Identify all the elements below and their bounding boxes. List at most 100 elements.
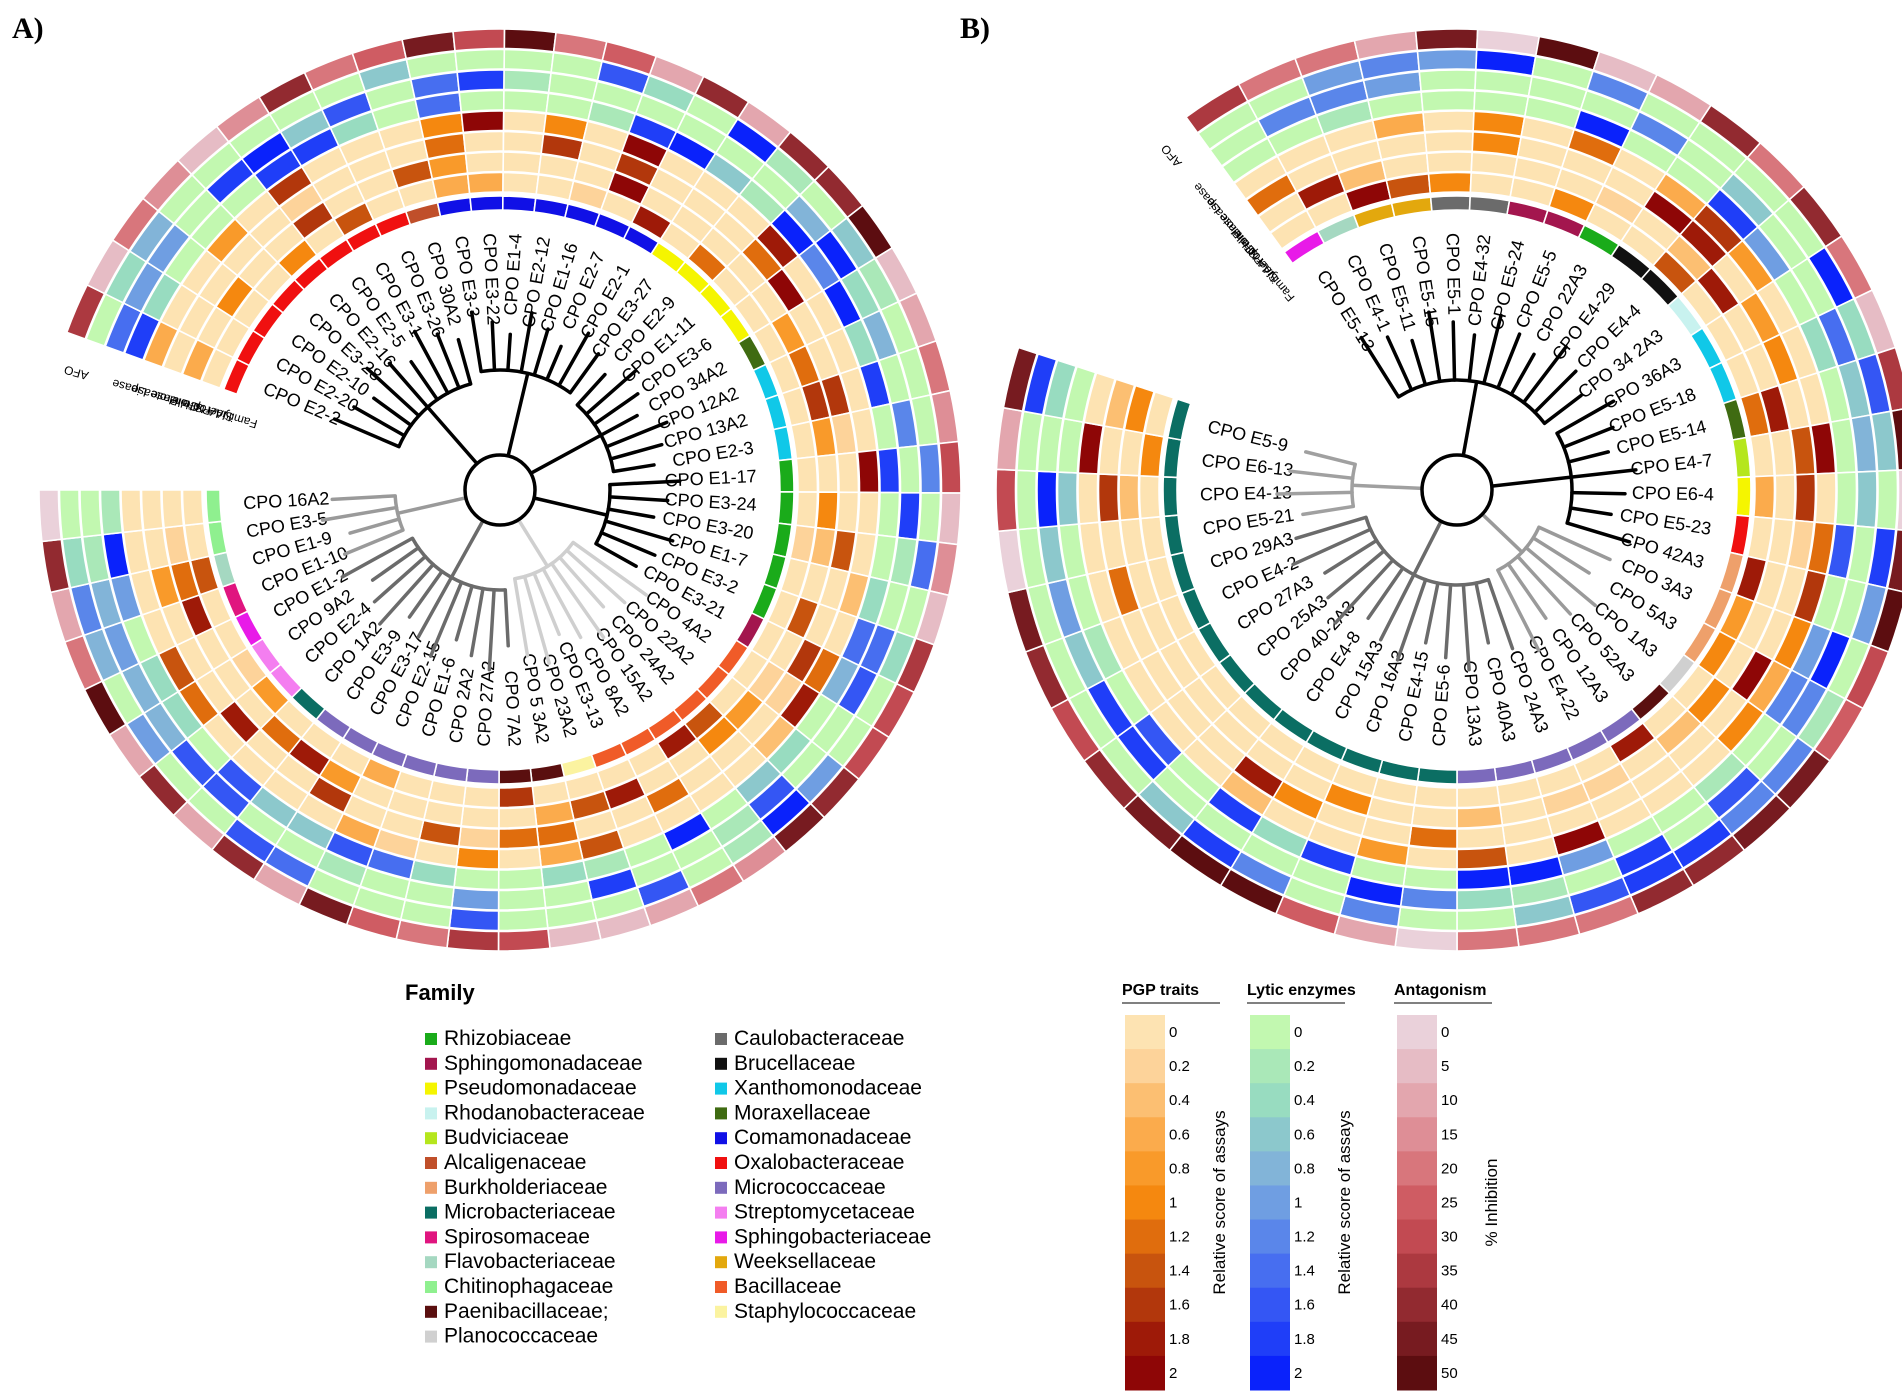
family-legend-column-2: CaulobacteraceaeBrucellaceaeXanthomonoda… <box>715 1027 931 1323</box>
tree-branch <box>532 327 550 377</box>
tree-branch <box>608 479 682 487</box>
pgp-trait-cell <box>466 171 504 195</box>
family-legend-label: Sphingobacteriaceae <box>734 1225 931 1248</box>
family-legend-title: Family <box>405 980 475 1005</box>
tree-branch <box>397 496 467 516</box>
family-ring-segment <box>1162 475 1179 518</box>
pgp-trait-cell <box>1793 473 1817 524</box>
tree-branch <box>557 555 606 609</box>
lytic-enzyme-cell <box>917 442 942 494</box>
tree-branch <box>592 392 640 426</box>
tree-branch <box>584 369 637 416</box>
lytic-enzyme-cell <box>1456 865 1512 891</box>
antagonism-cell <box>1456 926 1520 952</box>
scale-tick-label: 1.6 <box>1169 1297 1190 1314</box>
scale-color-step <box>1397 1185 1437 1221</box>
pgp-trait-cell <box>455 846 500 870</box>
family-legend-swatch <box>425 1305 437 1318</box>
tree-branch <box>1531 536 1591 575</box>
lytic-enzyme-cell <box>1396 906 1458 932</box>
family-legend-swatch <box>715 1231 727 1244</box>
pgp-trait-cell <box>457 825 500 850</box>
family-ring-segment <box>432 761 469 783</box>
tree-branch <box>1366 566 1405 620</box>
lytic-enzyme-cell <box>79 489 103 538</box>
lytic-enzyme-cell <box>1855 470 1878 529</box>
tree-branch <box>506 332 513 373</box>
lytic-enzyme-cell <box>1402 865 1458 891</box>
tree-branch <box>1451 320 1457 382</box>
family-legend-swatch <box>715 1181 727 1194</box>
tree-branch <box>1537 525 1612 562</box>
scale-color-step <box>1250 1355 1290 1391</box>
tree-branch <box>594 541 638 568</box>
family-legend-label: Flavobacteriaceae <box>444 1250 616 1273</box>
leaf-label: CPO 27A2 <box>474 660 499 747</box>
scale-tick-label: 30 <box>1441 1229 1458 1246</box>
tree-branch <box>469 586 485 658</box>
tree-branch <box>456 337 473 386</box>
antagonism-cell <box>937 492 962 546</box>
scale-tick-label: 40 <box>1441 1297 1458 1314</box>
tree-branch <box>469 310 483 374</box>
tree-branch <box>611 463 656 474</box>
family-legend-label: Rhodanobacteraceae <box>444 1101 645 1124</box>
family-ring-segment <box>1456 766 1498 785</box>
family-legend-label: Moraxellaceae <box>734 1101 871 1124</box>
family-legend-swatch <box>715 1206 727 1219</box>
leaf-label: CPO E5-9 <box>1206 416 1290 455</box>
tree-branch <box>541 567 583 640</box>
lytic-enzyme-cell <box>1056 471 1080 527</box>
pgp-trait-cell <box>1083 371 1117 427</box>
lytic-enzyme-cell <box>503 48 555 74</box>
scale-color-step <box>1125 1185 1165 1221</box>
ring-label: NFb <box>180 396 206 416</box>
tree-branch <box>1570 490 1627 496</box>
tree-branch <box>599 413 639 437</box>
pgp-trait-cell <box>1752 474 1776 520</box>
scale-tick-label: 0.2 <box>1169 1058 1190 1075</box>
lytic-enzyme-cell <box>503 69 552 94</box>
family-ring-segment <box>1166 398 1192 441</box>
tree-branch <box>519 311 534 374</box>
antagonism-cell <box>1394 926 1458 952</box>
tree-branch <box>1359 335 1401 399</box>
scale-color-step <box>1250 1287 1290 1323</box>
color-scales: PGP traits00.20.40.60.811.21.41.61.82Rel… <box>1122 982 1501 1391</box>
family-ring-segment <box>777 458 795 493</box>
pgp-trait-cell <box>815 491 839 531</box>
tree-branch <box>330 494 397 502</box>
family-ring-segment <box>1429 195 1472 212</box>
family-ring-segment <box>465 767 500 785</box>
scale-color-step <box>1125 1049 1165 1084</box>
scale-title: Lytic enzymes <box>1247 982 1356 999</box>
tree-branch <box>1533 369 1578 414</box>
tree-branch <box>608 495 670 503</box>
tree-branch <box>348 517 401 535</box>
tree-branch <box>1555 399 1616 435</box>
tree-branch <box>545 344 563 382</box>
tree-branch <box>1482 313 1503 386</box>
family-legend-swatch <box>425 1033 437 1045</box>
family-ring-segment <box>533 197 570 219</box>
antagonism-cell <box>38 489 63 543</box>
family-ring-segment <box>469 195 504 213</box>
leaf-label: CPO E5-1 <box>1442 233 1464 315</box>
tree-branch <box>1474 581 1491 645</box>
scale-tick-label: 1.4 <box>1169 1263 1190 1280</box>
family-legend-label: Bacillaceae <box>734 1275 841 1298</box>
tree-branch <box>568 352 601 395</box>
pgp-trait-cell <box>1410 804 1458 829</box>
tree-branch <box>1486 577 1515 651</box>
pgp-trait-cell <box>161 489 185 529</box>
leaf-label: CPO 16A2 <box>243 488 330 513</box>
lytic-enzyme-cell <box>497 907 549 932</box>
pgp-trait-cell <box>462 785 500 809</box>
family-legend-label: Rhizobiaceae <box>444 1027 571 1050</box>
tree-branch <box>332 417 401 449</box>
scale-tick-label: 0 <box>1441 1024 1449 1041</box>
pgp-trait-cell <box>1456 784 1501 809</box>
scale-tick-label: 0.8 <box>1169 1160 1190 1177</box>
pgp-trait-cell <box>1456 845 1509 870</box>
